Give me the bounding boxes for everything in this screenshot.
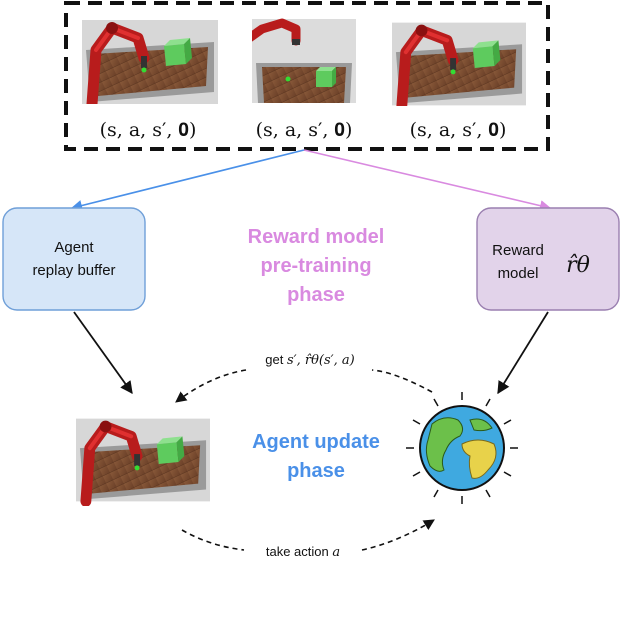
scene-image-1 (82, 20, 218, 104)
tuple-label-3: (s, a, s′, 𝟎) (410, 119, 507, 141)
scene-image-3 (392, 23, 526, 106)
reward-model-box (476, 207, 620, 311)
action-label-prefix: take action (266, 544, 333, 559)
arrow-to-replay-buffer (70, 149, 305, 211)
earth-globe-icon (406, 392, 518, 504)
transitions-dashed-box (64, 1, 550, 151)
arrow-reward-to-environment (497, 311, 549, 395)
pretraining-phase-line1: Reward model (248, 226, 385, 248)
agent-buffer-label-line1: Agent (54, 239, 94, 256)
tuple-label-2: (s, a, s′, 𝟎) (256, 119, 353, 141)
agent-replay-buffer-box (2, 207, 146, 311)
action-label: take action a (266, 544, 340, 560)
arrow-buffer-to-agent (73, 311, 133, 395)
arrow-action-to-environment-head (361, 519, 435, 551)
agent-buffer-label-line2: replay buffer (32, 262, 115, 279)
pretraining-phase-line2: pre-training (260, 255, 371, 277)
tuple-label-1: (s, a, s′, 𝟎) (100, 119, 197, 141)
feedback-label-prefix: get (265, 352, 287, 367)
arrow-feedback-to-agent (371, 369, 433, 393)
scene-image-2 (248, 19, 356, 103)
action-label-math: a (332, 545, 340, 560)
feedback-label: get s′, r̂θ(s′, a) (265, 352, 354, 368)
agent-scene-image (76, 419, 210, 502)
feedback-label-math: s′, r̂θ(s′, a) (287, 353, 355, 368)
reward-model-label-line1: Reward (492, 242, 544, 259)
arrow-to-reward-model (303, 149, 552, 212)
agent-update-phase-line1: Agent update (252, 431, 380, 453)
reward-model-label-line2: model (498, 265, 539, 282)
pretraining-phase-line3: phase (287, 284, 345, 306)
agent-update-phase-line2: phase (287, 460, 345, 482)
arrow-action-to-environment (181, 529, 245, 551)
arrow-feedback-to-agent-head (175, 369, 247, 403)
reward-model-symbol: r̂θ (566, 253, 590, 278)
